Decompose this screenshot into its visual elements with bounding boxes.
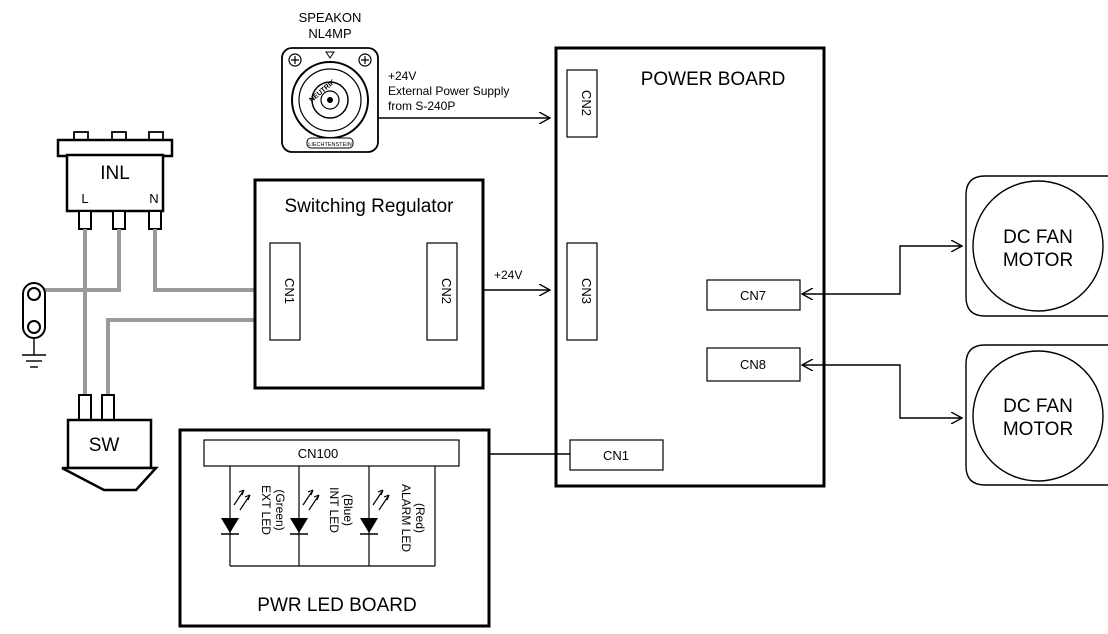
power-board-cn7 bbox=[706, 279, 801, 311]
int-led-name: INT LED bbox=[327, 487, 341, 533]
power-board-cn8 bbox=[706, 347, 801, 382]
speakon-model: NL4MP bbox=[308, 26, 351, 41]
alarm-led-name: ALARM LED bbox=[399, 484, 413, 552]
speakon-connector: SPEAKON NL4MP NEUTRIK LIECHTENSTEIN bbox=[281, 10, 379, 153]
led-board-cn100-label: CN100 bbox=[298, 446, 338, 461]
led-board-cn100 bbox=[203, 439, 460, 467]
switching-regulator: Switching Regulator CN1 CN2 bbox=[253, 178, 485, 390]
power-board-cn2 bbox=[566, 69, 598, 138]
ground-lug bbox=[22, 282, 46, 355]
inlet-label: INL bbox=[100, 163, 130, 184]
power-input-source-line2: from S-240P bbox=[388, 99, 455, 113]
regulator-cn1-label: CN1 bbox=[282, 278, 297, 304]
power-switch: SW bbox=[61, 394, 159, 492]
dc-fan-motor-2: DC FAN MOTOR bbox=[965, 344, 1108, 486]
ext-led-icon bbox=[221, 489, 251, 535]
ground-icon bbox=[22, 354, 46, 368]
alarm-led-color: (Red) bbox=[413, 503, 427, 533]
link-cn8-to-fan2 bbox=[802, 365, 962, 418]
mains-wiring bbox=[42, 229, 270, 398]
power-board-title: POWER BOARD bbox=[641, 69, 786, 90]
inlet-body bbox=[65, 153, 165, 213]
power-board-cn7-label: CN7 bbox=[740, 288, 766, 303]
int-led-icon bbox=[290, 489, 320, 535]
ext-led-color: (Green) bbox=[273, 489, 287, 530]
inlet-top bbox=[56, 138, 174, 158]
switch-body bbox=[66, 418, 153, 470]
power-board-cn8-label: CN8 bbox=[740, 357, 766, 372]
switch-label: SW bbox=[89, 435, 120, 456]
switch-rocker bbox=[61, 466, 159, 492]
inlet: INL L N bbox=[56, 131, 174, 230]
power-board-cn3-label: CN3 bbox=[579, 278, 594, 304]
fan1-label-line2: MOTOR bbox=[1003, 250, 1073, 271]
dc-fan-motor-1: DC FAN MOTOR bbox=[965, 175, 1108, 317]
power-board: POWER BOARD CN2 CN3 CN7 CN8 CN1 bbox=[554, 46, 826, 488]
fan2-label-line1: DC FAN bbox=[1003, 396, 1073, 417]
regulator-output-voltage: +24V bbox=[494, 268, 522, 282]
inlet-pin-l: L bbox=[81, 191, 88, 206]
power-input-source-line1: External Power Supply bbox=[388, 84, 509, 98]
wire-ground bbox=[42, 229, 121, 292]
regulator-title: Switching Regulator bbox=[285, 196, 455, 217]
inlet-pin-n: N bbox=[149, 191, 158, 206]
ext-led-name: EXT LED bbox=[259, 485, 273, 535]
power-board-cn1-label: CN1 bbox=[603, 448, 629, 463]
speakon-key-icon bbox=[325, 51, 335, 59]
link-cn7-to-fan1 bbox=[802, 246, 962, 294]
led-board-title: PWR LED BOARD bbox=[257, 595, 416, 616]
alarm-led-icon bbox=[360, 489, 390, 535]
fan1-label-line1: DC FAN bbox=[1003, 227, 1073, 248]
power-board-cn2-label: CN2 bbox=[579, 90, 594, 116]
regulator-cn2-label: CN2 bbox=[439, 278, 454, 304]
int-led-color: (Blue) bbox=[341, 494, 355, 526]
fan2-label-line2: MOTOR bbox=[1003, 419, 1073, 440]
speakon-brand: SPEAKON bbox=[299, 10, 362, 25]
power-board-cn3 bbox=[566, 242, 598, 341]
power-board-cn1 bbox=[569, 439, 664, 471]
regulator-cn2 bbox=[426, 242, 458, 341]
wire-switch-to-cn1 bbox=[106, 318, 270, 398]
power-input-voltage: +24V bbox=[388, 69, 416, 83]
wire-n-to-cn1 bbox=[153, 229, 270, 292]
speakon-plate-text: LIECHTENSTEIN bbox=[308, 142, 351, 148]
regulator-cn1 bbox=[269, 242, 301, 341]
